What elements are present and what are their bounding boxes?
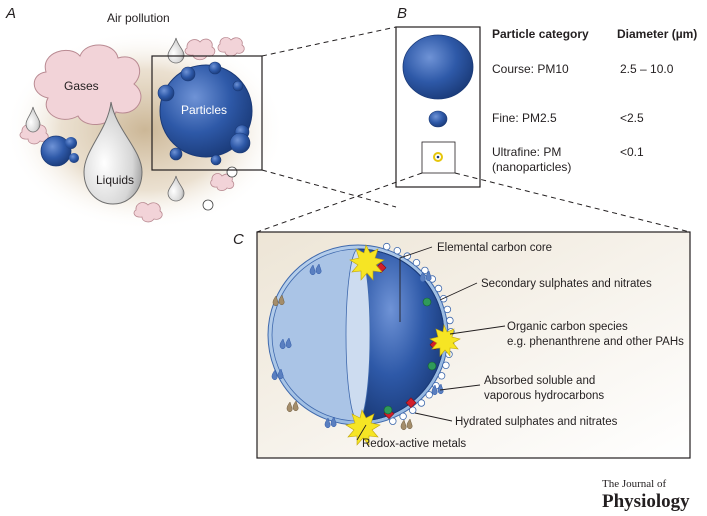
hydrocarbon-vesicle	[443, 305, 452, 314]
row-pm10-diameter: 2.5 – 10.0	[620, 62, 674, 76]
particles-zoom-box	[151, 55, 263, 171]
hydrocarbon-vesicle	[399, 412, 407, 420]
liquid-drop	[25, 106, 41, 133]
pm25-particle	[428, 110, 448, 128]
liquids-label: Liquids	[96, 173, 134, 187]
hydrocarbon-vesicle	[389, 417, 397, 425]
hydrocarbon-vesicle	[437, 372, 446, 380]
particle-ball	[180, 66, 196, 82]
gases-label: Gases	[64, 79, 99, 93]
panel-b-letter: B	[397, 5, 407, 22]
hydrocarbon-vesicle	[434, 284, 443, 293]
cut-face	[345, 248, 371, 422]
hydrocarbon-vesicle	[425, 391, 433, 399]
particles-label: Particles	[181, 103, 227, 117]
journal-logo-line1: The Journal of	[602, 478, 666, 490]
label-organic-carbon-example: e.g. phenanthrene and other PAHs	[507, 336, 684, 348]
label-hydrated-sulphates: Hydrated sulphates and nitrates	[455, 416, 618, 428]
hydrocarbon-vesicles	[383, 242, 455, 425]
liquid-drop-large	[83, 101, 143, 205]
panel-a: A Air pollution Gases Liquids Particles	[5, 5, 285, 230]
row-pm25-category: Fine: PM2.5	[492, 111, 557, 125]
row-ultrafine-diameter: <0.1	[620, 145, 644, 159]
particle-ball	[208, 61, 222, 75]
panel-b: B Particle category Diameter (µm) Course…	[395, 5, 697, 188]
hydrocarbon-vesicle	[412, 259, 421, 267]
redox-metal-stars	[345, 244, 461, 446]
col-particle-category: Particle category	[492, 27, 589, 41]
label-absorbed-hydrocarbons-2: vaporous hydrocarbons	[484, 390, 604, 402]
nitrate-markers	[383, 297, 437, 415]
label-secondary-sulphates: Secondary sulphates and nitrates	[481, 278, 652, 290]
tiny-particle	[226, 166, 238, 178]
particle-ball	[169, 147, 183, 161]
hydrocarbon-vesicle	[442, 361, 450, 369]
row-ultrafine-category-note: (nanoparticles)	[492, 160, 571, 174]
hydrocarbon-vesicle	[393, 246, 401, 255]
particle-ball	[65, 137, 77, 149]
ultrafine-core	[436, 155, 440, 159]
liquid-drop	[167, 37, 185, 64]
pm10-particle	[402, 34, 474, 100]
journal-logo: The Journal of Physiology	[602, 478, 690, 512]
particle-ball	[40, 135, 72, 167]
label-absorbed-hydrocarbons: Absorbed soluble and	[484, 375, 595, 387]
particles-main-ball	[159, 64, 253, 158]
panel-c-letter: C	[233, 231, 244, 248]
label-redox-metals: Redox-active metals	[362, 438, 466, 450]
label-organic-carbon: Organic carbon species	[507, 321, 628, 333]
particle-ball	[229, 132, 251, 154]
label-elemental-carbon-core: Elemental carbon core	[437, 242, 552, 254]
gas-puff	[210, 173, 235, 191]
gas-cloud	[33, 44, 142, 125]
particle-ball	[157, 84, 175, 102]
panel-a-letter: A	[5, 5, 16, 22]
gas-puff	[184, 38, 216, 61]
liquid-drop	[167, 175, 185, 202]
tan-glyphs	[272, 294, 413, 431]
hydrocarbon-vesicle	[409, 406, 417, 414]
air-pollution-title: Air pollution	[107, 11, 170, 25]
gas-puff	[133, 202, 163, 223]
hydrocarbon-vesicle	[383, 242, 391, 251]
hydrated-sulphate-glyphs	[271, 263, 444, 429]
row-ultrafine-category: Ultrafine: PM	[492, 145, 561, 159]
gas-puff	[217, 37, 245, 57]
particle-ball	[232, 80, 244, 92]
journal-logo-line2: Physiology	[602, 491, 690, 512]
panel-c: C	[233, 231, 691, 459]
col-diameter: Diameter (µm)	[617, 27, 697, 41]
leader-lines	[356, 246, 506, 441]
particle-ball	[210, 154, 222, 166]
hydrocarbon-vesicle	[446, 316, 454, 325]
zoom-connector-b-c	[256, 172, 691, 233]
particle-ball	[69, 153, 79, 163]
zoom-connector-a-b	[261, 26, 397, 208]
row-pm10-category: Course: PM10	[492, 62, 569, 76]
hydrocarbon-vesicle	[417, 399, 426, 407]
row-pm25-diameter: <2.5	[620, 111, 644, 125]
tiny-particle	[202, 199, 214, 211]
